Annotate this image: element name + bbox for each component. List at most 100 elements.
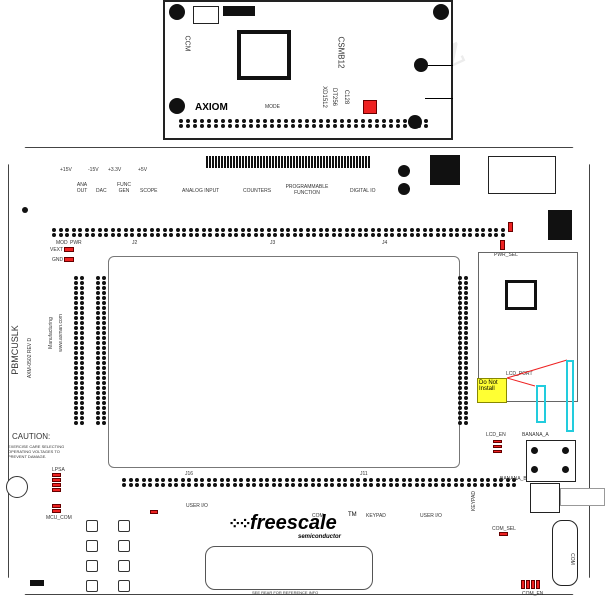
pin <box>323 483 328 487</box>
pin <box>318 228 323 232</box>
pin <box>403 119 407 123</box>
pin <box>200 478 204 482</box>
pin <box>389 124 393 128</box>
connector-label: J16 <box>185 471 194 477</box>
push-button[interactable] <box>118 520 130 532</box>
lcd-area <box>478 252 578 402</box>
db9-com-connector[interactable] <box>552 520 578 586</box>
jumper[interactable] <box>52 488 61 492</box>
jumper[interactable] <box>508 222 513 232</box>
banana-jack[interactable] <box>562 466 569 473</box>
pin <box>214 124 218 128</box>
group-label: COUNTERS <box>243 188 272 194</box>
pin <box>312 228 316 232</box>
pin <box>499 478 503 482</box>
jumper[interactable] <box>531 580 535 589</box>
bnc-connector[interactable] <box>530 483 560 513</box>
pin <box>74 341 78 345</box>
banana-jack[interactable] <box>531 447 538 454</box>
pin <box>80 301 84 305</box>
pin <box>464 341 468 345</box>
pin <box>96 291 100 295</box>
pin <box>458 306 462 310</box>
jumper[interactable] <box>500 240 505 250</box>
pin <box>458 386 462 390</box>
switch[interactable] <box>30 580 44 586</box>
jumper[interactable] <box>52 478 61 482</box>
pin <box>473 483 477 487</box>
pin <box>80 346 84 350</box>
push-button[interactable] <box>86 520 98 532</box>
jumper[interactable] <box>536 580 540 589</box>
pin <box>499 483 503 487</box>
pin <box>74 416 78 420</box>
banana-jack[interactable] <box>562 447 569 454</box>
push-buttons[interactable] <box>86 520 98 592</box>
push-button[interactable] <box>118 540 130 552</box>
pin <box>458 371 462 375</box>
jumper[interactable] <box>52 509 61 513</box>
jumper[interactable] <box>499 532 508 536</box>
pin <box>291 478 295 482</box>
com-sel-label: COM_SEL <box>492 526 516 532</box>
banana-jack[interactable] <box>531 466 538 473</box>
push-buttons[interactable] <box>118 520 130 592</box>
pin <box>464 366 468 370</box>
pin <box>242 119 246 123</box>
manufacturer: Manufacturing <box>47 317 54 349</box>
pin <box>187 483 191 487</box>
pin <box>186 124 190 128</box>
jumper[interactable] <box>493 450 502 453</box>
gnd-jumper[interactable] <box>64 257 74 262</box>
pin <box>330 478 334 482</box>
push-button[interactable] <box>86 580 98 592</box>
push-button[interactable] <box>86 560 98 572</box>
pin <box>96 361 100 365</box>
module-part-line2: XD1512 <box>320 86 327 108</box>
vext-jumper[interactable] <box>64 247 74 252</box>
pin <box>416 233 420 237</box>
com-label: COM <box>568 553 575 565</box>
pin <box>201 228 206 232</box>
jumper[interactable] <box>521 580 525 589</box>
jumper[interactable] <box>52 504 61 508</box>
pin <box>310 478 315 482</box>
push-button[interactable] <box>118 560 130 572</box>
pin <box>80 396 84 400</box>
pin <box>356 478 360 482</box>
pin <box>74 386 78 390</box>
pin <box>458 336 462 340</box>
push-button[interactable] <box>118 580 130 592</box>
jumper[interactable] <box>363 100 377 114</box>
jumper[interactable] <box>52 473 61 477</box>
pin <box>80 276 84 280</box>
pin <box>96 376 100 380</box>
pin <box>102 336 106 340</box>
pin <box>180 483 185 487</box>
pin <box>458 276 462 280</box>
pin <box>310 483 315 487</box>
jumper[interactable] <box>493 445 502 448</box>
pin <box>447 483 451 487</box>
jumper[interactable] <box>526 580 530 589</box>
pin <box>74 321 78 325</box>
pin <box>383 233 388 237</box>
pin <box>256 124 260 128</box>
pin <box>266 228 271 232</box>
pin <box>435 228 440 232</box>
jumper[interactable] <box>493 440 502 443</box>
pin <box>219 483 224 487</box>
pin <box>273 233 277 237</box>
pin <box>403 124 407 128</box>
pin <box>96 321 100 325</box>
push-button[interactable] <box>86 540 98 552</box>
module-mode-label: MODE <box>265 104 280 110</box>
jumper[interactable] <box>52 483 61 487</box>
pin <box>74 401 78 405</box>
pin <box>74 406 78 410</box>
pin <box>74 351 78 355</box>
pin <box>80 391 84 395</box>
pin <box>464 346 468 350</box>
pin <box>344 233 349 237</box>
banana-jack <box>414 58 428 72</box>
